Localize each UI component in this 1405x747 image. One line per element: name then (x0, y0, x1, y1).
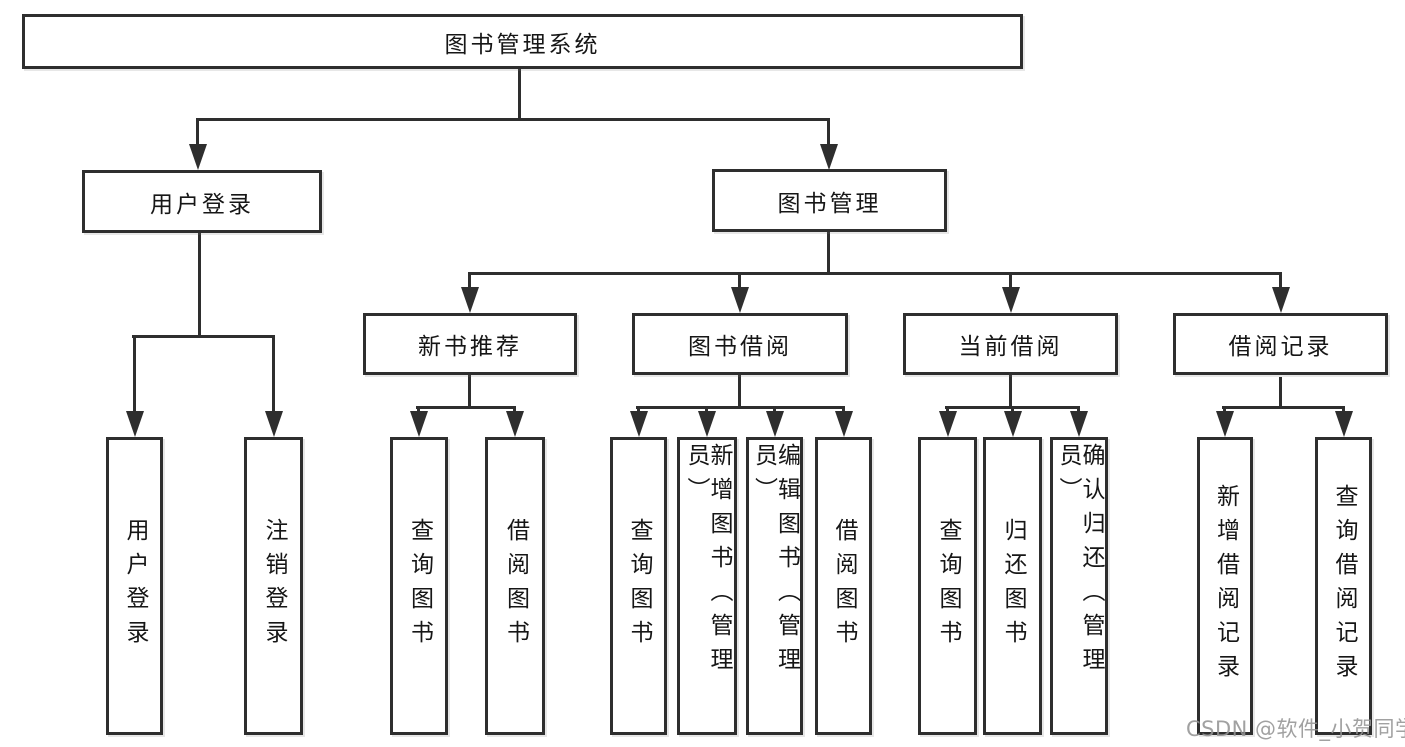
arrow-down-icon (842, 406, 845, 411)
leaf-query-borrow-record-label: 查询借阅记录 (1331, 484, 1357, 688)
node-book-borrow-label: 图书借阅 (688, 334, 792, 360)
leaf-current-query-books-label: 查询图书 (935, 518, 961, 654)
node-book-management: 图书管理 (712, 169, 947, 232)
leaf-logout-label: 注销登录 (261, 518, 287, 654)
leaf-confirm-return-admin-label: 确认归还（管理员） (1055, 443, 1104, 681)
edge-current-borrow-trunk (1009, 375, 1012, 406)
node-user-login: 用户登录 (82, 170, 322, 233)
leaf-borrow-query-books: 查询图书 (610, 437, 667, 735)
arrow-down-icon (1279, 272, 1282, 287)
arrow-down-icon (738, 272, 741, 287)
node-new-book-recommend: 新书推荐 (363, 313, 577, 375)
arrow-down-icon (513, 406, 516, 411)
arrow-down-icon (705, 406, 708, 411)
csdn-watermark: CSDN @软件_小贺同学 (1186, 717, 1405, 741)
arrow-down-icon (1342, 406, 1345, 411)
node-current-borrow: 当前借阅 (903, 313, 1118, 375)
leaf-logout: 注销登录 (244, 437, 303, 735)
arrow-down-icon (827, 118, 830, 144)
leaf-current-query-books: 查询图书 (918, 437, 977, 735)
node-book-management-label: 图书管理 (777, 190, 882, 217)
leaf-newbook-borrow-books-label: 借阅图书 (502, 518, 529, 654)
edge-book-management-bar (468, 272, 1282, 275)
edge-new-book-bar (416, 406, 516, 409)
leaf-borrow-borrow-books: 借阅图书 (815, 437, 872, 735)
leaf-user-login: 用户登录 (106, 437, 163, 735)
leaf-borrow-query-books-label: 查询图书 (626, 518, 652, 654)
leaf-edit-books-admin: 编辑图书（管理员） (746, 437, 803, 735)
arrow-down-icon (1077, 406, 1080, 411)
edge-root-bar (196, 118, 830, 121)
leaf-newbook-query-books: 查询图书 (390, 437, 448, 735)
arrow-down-icon (1009, 272, 1012, 287)
node-root-label: 图书管理系统 (444, 31, 601, 58)
leaf-user-login-label: 用户登录 (122, 518, 148, 654)
arrow-down-icon (133, 335, 136, 411)
node-current-borrow-label: 当前借阅 (958, 334, 1063, 360)
arrow-down-icon (637, 406, 640, 411)
leaf-newbook-borrow-books: 借阅图书 (485, 437, 545, 735)
node-borrow-records: 借阅记录 (1173, 313, 1388, 375)
node-user-login-label: 用户登录 (150, 191, 254, 218)
arrow-down-icon (468, 272, 471, 287)
arrow-down-icon (196, 118, 199, 144)
leaf-return-books-label: 归还图书 (1000, 518, 1026, 654)
edge-user-login-trunk (198, 233, 201, 335)
leaf-query-borrow-record: 查询借阅记录 (1315, 437, 1372, 735)
arrow-down-icon (1011, 406, 1014, 411)
arrow-down-icon (946, 406, 949, 411)
node-book-borrow: 图书借阅 (632, 313, 848, 375)
node-new-book-recommend-label: 新书推荐 (418, 334, 522, 360)
edge-new-book-trunk (468, 375, 471, 406)
leaf-newbook-query-books-label: 查询图书 (406, 518, 433, 654)
leaf-confirm-return-admin: 确认归还（管理员） (1050, 437, 1108, 735)
edge-user-login-bar (132, 335, 275, 338)
leaf-add-books-admin: 新增图书（管理员） (677, 437, 737, 735)
leaf-add-borrow-record: 新增借阅记录 (1197, 437, 1253, 735)
arrow-down-icon (272, 335, 275, 411)
edge-borrow-records-trunk (1279, 377, 1282, 406)
leaf-return-books: 归还图书 (983, 437, 1042, 735)
leaf-edit-books-admin-label: 编辑图书（管理员） (750, 443, 800, 681)
node-borrow-records-label: 借阅记录 (1228, 334, 1333, 360)
arrow-down-icon (1223, 406, 1226, 411)
leaf-add-borrow-record-label: 新增借阅记录 (1212, 484, 1239, 688)
edge-book-management-trunk (827, 232, 830, 272)
arrow-down-icon (773, 406, 776, 411)
arrow-down-icon (417, 406, 420, 411)
edge-root-trunk (518, 69, 521, 118)
edge-book-borrow-bar (636, 406, 845, 409)
leaf-borrow-borrow-books-label: 借阅图书 (831, 518, 857, 654)
edge-borrow-records-bar (1222, 406, 1345, 409)
node-root: 图书管理系统 (22, 14, 1023, 69)
leaf-add-books-admin-label: 新增图书（管理员） (683, 443, 732, 681)
edge-book-borrow-trunk (738, 375, 741, 406)
